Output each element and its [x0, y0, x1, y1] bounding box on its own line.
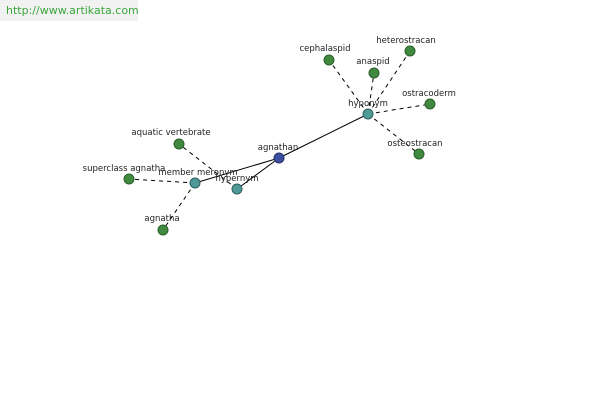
node-label-anaspid: anaspid	[356, 57, 389, 67]
edge-agnathan-to-hyponym	[278, 113, 369, 159]
node-member-meronym[interactable]	[189, 177, 201, 189]
node-heterostracan[interactable]	[404, 45, 416, 57]
node-superclass-agnatha[interactable]	[123, 173, 135, 185]
node-cephalaspid[interactable]	[323, 54, 335, 66]
edge-member-meronym-to-agnatha	[162, 182, 196, 231]
node-osteostracan[interactable]	[413, 148, 425, 160]
node-label-hypernym: hypernym	[215, 174, 258, 184]
node-agnatha[interactable]	[157, 224, 169, 236]
edge-hyponym-to-osteostracan	[367, 113, 420, 155]
watermark-url: http://www.artikata.com	[0, 0, 139, 21]
node-label-aquatic-vertebrate: aquatic vertebrate	[131, 128, 210, 138]
node-anaspid[interactable]	[368, 67, 380, 79]
node-ostracoderm[interactable]	[424, 98, 436, 110]
node-aquatic-vertebrate[interactable]	[173, 138, 185, 150]
node-label-agnatha: agnatha	[144, 214, 179, 224]
node-label-member-meronym: member meronym	[158, 168, 237, 178]
edge-agnathan-to-member-meronym	[194, 157, 280, 184]
node-label-osteostracan: osteostracan	[387, 139, 442, 149]
edge-hyponym-to-anaspid	[367, 72, 375, 115]
node-label-superclass-agnatha: superclass agnatha	[83, 164, 166, 174]
edge-agnathan-to-hypernym	[236, 157, 280, 190]
edge-member-meronym-to-superclass-agnatha	[128, 178, 196, 184]
edge-hyponym-to-ostracoderm	[367, 103, 431, 115]
node-hypernym[interactable]	[231, 183, 243, 195]
edges-layer	[128, 50, 431, 231]
node-label-ostracoderm: ostracoderm	[402, 89, 456, 99]
node-agnathan[interactable]	[273, 152, 285, 164]
node-label-agnathan: agnathan	[258, 143, 299, 153]
nodes-layer	[123, 45, 436, 236]
node-label-cephalaspid: cephalaspid	[299, 44, 350, 54]
node-label-heterostracan: heterostracan	[376, 36, 435, 46]
node-hyponym[interactable]	[362, 108, 374, 120]
edge-hyponym-to-cephalaspid	[328, 59, 369, 115]
node-label-hyponym: hyponym	[348, 99, 388, 109]
